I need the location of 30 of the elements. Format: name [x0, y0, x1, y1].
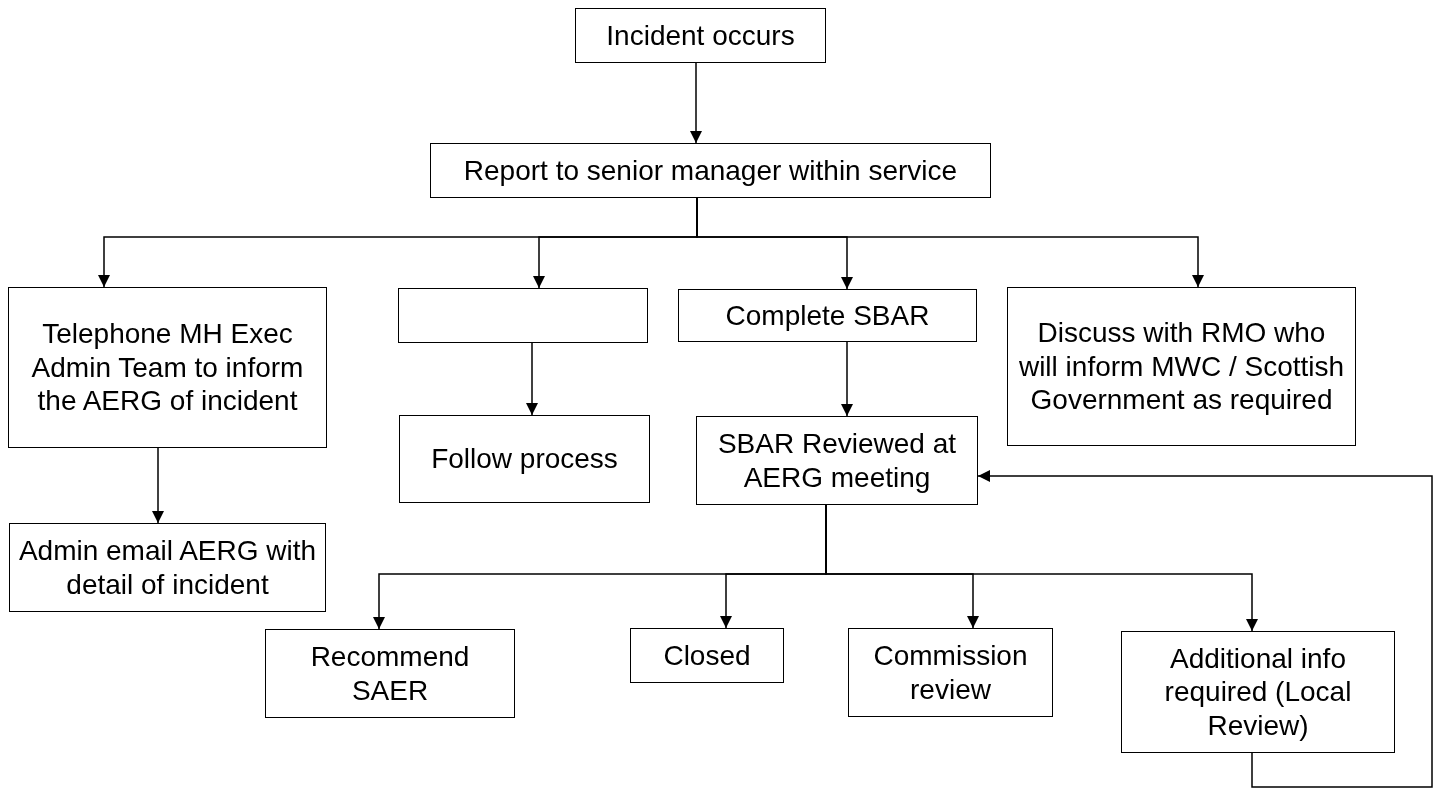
arrow [152, 447, 164, 524]
empty-box [398, 288, 648, 343]
box-label: Commission review [872, 638, 1029, 707]
box-label: Telephone MH Exec Admin Team to inform the AERG of incident [30, 317, 305, 418]
box-label: Additional info required (Local Review) [1163, 641, 1353, 743]
process-box [1007, 287, 1356, 446]
arrow [977, 470, 1433, 788]
box-label: Closed [663, 638, 751, 673]
arrow [841, 341, 853, 417]
process-box [630, 628, 784, 683]
box-label: Admin email AERG with detail of incident [18, 533, 317, 602]
process-box [430, 143, 991, 198]
process-box [265, 629, 515, 718]
process-box [678, 289, 977, 342]
process-box [575, 8, 826, 63]
box-label: Report to senior manager within service [463, 153, 958, 188]
process-box [399, 415, 650, 503]
arrow [690, 62, 702, 144]
box-label: SBAR Reviewed at AERG meeting [716, 426, 958, 495]
box-label: Incident occurs [606, 18, 795, 53]
process-box [9, 523, 326, 612]
arrow [526, 342, 538, 416]
process-box [696, 416, 978, 505]
box-label: Complete SBAR [725, 298, 930, 333]
box-label: Discuss with RMO who will inform MWC / Scottish Government as required [1017, 316, 1346, 417]
box-label: Recommend SAER [309, 639, 471, 708]
process-box [848, 628, 1053, 717]
box-label: Follow process [431, 442, 618, 476]
process-box [1121, 631, 1395, 753]
process-box [8, 287, 327, 448]
